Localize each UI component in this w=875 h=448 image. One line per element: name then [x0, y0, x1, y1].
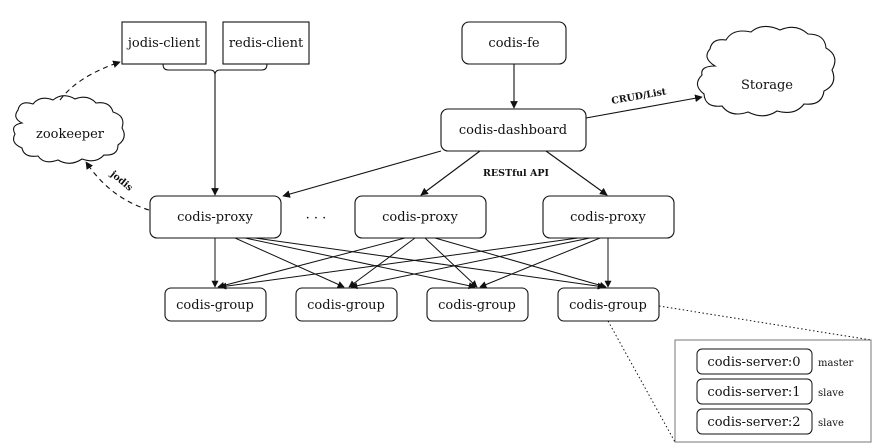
zookeeper-label: zookeeper: [36, 127, 105, 142]
codis-proxy-node-1: codis-proxy: [149, 195, 282, 239]
codis-server-box: [696, 378, 813, 405]
edge-dashboard-to-proxy-3: [545, 150, 608, 196]
codis-group-node-2: codis-group: [295, 287, 398, 322]
codis-group-node-3: codis-group: [426, 287, 529, 322]
codis-dashboard-node: codis-dashboard: [440, 108, 587, 152]
codis-server-role: master: [818, 358, 854, 369]
codis-group-label: codis-group: [176, 298, 254, 313]
crud-list-label: CRUD/List: [611, 86, 668, 107]
proxy-ellipsis: · · ·: [306, 211, 327, 226]
zoom-line-bottom: [607, 320, 676, 443]
edge-proxy2-group1: [217, 237, 406, 289]
codis-server-label: codis-server:1: [707, 385, 800, 400]
codis-group-node-1: codis-group: [164, 287, 267, 322]
edge-proxy1-group3: [244, 237, 476, 290]
codis-group-label: codis-group: [438, 298, 516, 313]
zoom-line-top: [658, 305, 872, 341]
codis-server-role: slave: [818, 388, 844, 399]
edge-proxy2-group4: [434, 237, 607, 289]
edge-proxy2-group3: [424, 237, 478, 288]
codis-proxy-label: codis-proxy: [382, 210, 458, 225]
codis-group-label: codis-group: [307, 298, 385, 313]
jodis-client-label: jodis-client: [126, 36, 201, 51]
zookeeper-cloud-shape: [13, 95, 125, 164]
codis-proxy-node-3: codis-proxy: [542, 195, 675, 239]
edge-dashboard-to-storage: [585, 94, 703, 119]
edge-proxy3-group1: [219, 237, 579, 290]
codis-proxy-label: codis-proxy: [570, 210, 646, 225]
codis-group-box: [295, 287, 398, 322]
codis-dashboard-label: codis-dashboard: [459, 123, 567, 138]
edge-proxy3-group2: [350, 237, 591, 290]
redis-client-node: redis-client: [222, 21, 310, 65]
restful-api-label: RESTful API: [483, 168, 549, 179]
storage-node: Storage: [696, 25, 836, 117]
storage-label: Storage: [741, 78, 793, 93]
proxy-group-mesh: [211, 237, 612, 290]
codis-fe-node: codis-fe: [461, 21, 567, 65]
edge-proxy-to-zookeeper: [85, 161, 150, 211]
codis-group-node-4: codis-group: [557, 287, 660, 322]
edge-proxy1-group4: [254, 237, 605, 290]
edge-proxy3-group3: [479, 237, 601, 288]
edge-proxy2-group2: [348, 237, 416, 288]
redis-client-label: redis-client: [229, 36, 304, 51]
codis-group-box: [164, 287, 267, 322]
edge-dashboard-to-proxy-2: [420, 150, 481, 196]
edge-proxy1-group2: [234, 237, 345, 288]
zookeeper-node: zookeeper: [13, 95, 125, 164]
codis-server-label: codis-server:2: [707, 415, 800, 430]
server-detail-panel: codis-server:0 master codis-server:1 sla…: [674, 339, 872, 443]
codis-server-box: [696, 408, 813, 435]
codis-server-role: slave: [818, 418, 844, 429]
codis-fe-label: codis-fe: [488, 36, 539, 51]
edge-dashboard-to-proxy-1: [282, 150, 442, 198]
clients-bracket: [162, 63, 268, 76]
storage-cloud-shape: [696, 25, 836, 117]
codis-server-label: codis-server:0: [707, 355, 800, 370]
codis-dashboard-box: [440, 108, 587, 152]
redis-client-box: [222, 21, 310, 65]
jodis-edge-label: jodis: [107, 168, 134, 193]
codis-proxy-node-2: codis-proxy: [354, 195, 487, 239]
jodis-client-node: jodis-client: [121, 21, 207, 65]
jodis-client-box: [121, 21, 207, 65]
codis-group-box: [426, 287, 529, 322]
codis-proxy-label: codis-proxy: [177, 210, 253, 225]
codis-group-label: codis-group: [569, 298, 647, 313]
codis-server-box: [696, 348, 813, 375]
codis-proxy-box: [354, 195, 487, 239]
edge-zookeeper-to-jodis-client: [59, 60, 121, 101]
